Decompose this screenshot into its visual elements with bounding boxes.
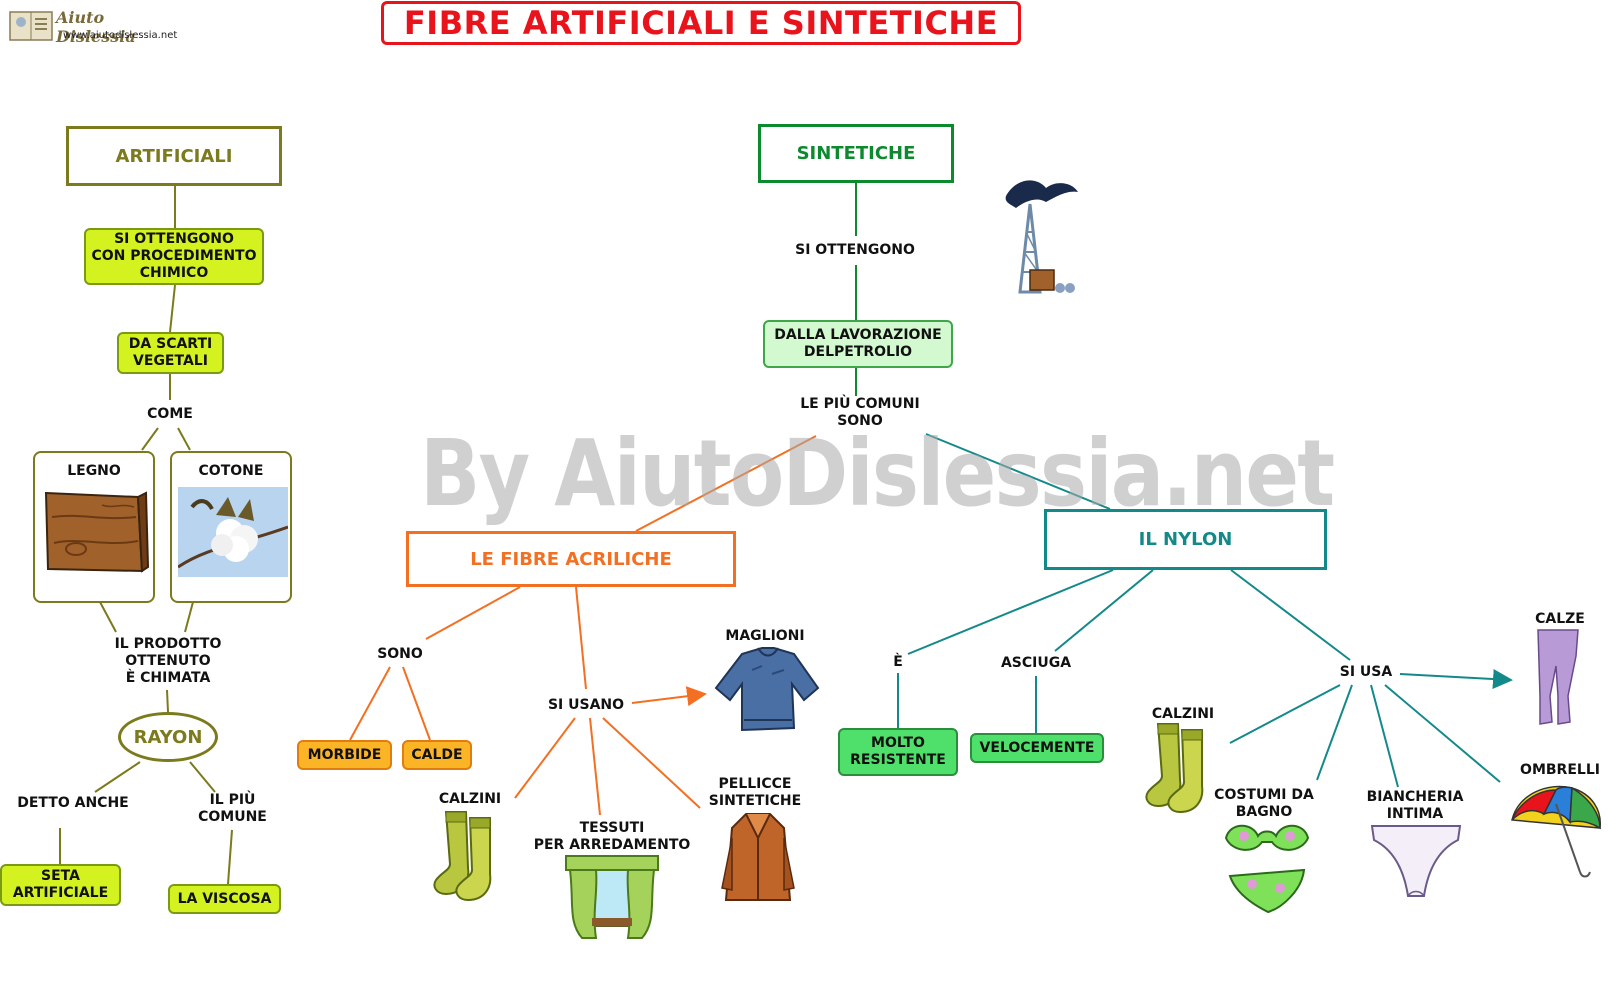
- umbrellas-label: OMBRELLI: [1520, 762, 1600, 778]
- stockings-icon: [1537, 629, 1579, 725]
- fur-coat-icon: [721, 813, 795, 901]
- furnishing-fabrics-label: TESSUTI PER ARREDAMENTO: [533, 820, 691, 853]
- soft-node: MORBIDE: [297, 740, 392, 770]
- artificial-silk-node: SETA ARTIFICIALE: [0, 864, 121, 906]
- quickly-node: VELOCEMENTE: [970, 733, 1104, 763]
- rayon-node: RAYON: [118, 712, 218, 762]
- socks-label-nylon: CALZINI: [1151, 706, 1215, 722]
- artificiali-header: ARTIFICIALI: [66, 126, 282, 186]
- sweaters-label: MAGLIONI: [725, 628, 805, 644]
- acriliche-connectors: [349, 435, 817, 816]
- viscose-node: LA VISCOSA: [168, 884, 281, 914]
- link-dries: ASCIUGA: [1000, 655, 1072, 671]
- link-is: È: [893, 654, 903, 670]
- cotton-plant-icon: [178, 487, 288, 577]
- warm-node: CALDE: [402, 740, 472, 770]
- link-used-for-nylon: SI USA: [1339, 664, 1393, 680]
- book-logo-icon: [9, 11, 53, 41]
- link-product-called: IL PRODOTTO OTTENUTO È CHIMATA: [114, 636, 222, 686]
- underwear-label: BIANCHERIA INTIMA: [1366, 789, 1464, 822]
- link-obtained: SI OTTENGONO: [795, 242, 915, 258]
- link-are: SONO: [377, 646, 423, 662]
- vegetable-waste-node: DA SCARTI VEGETALI: [117, 332, 224, 374]
- sintetiche-header: SINTETICHE: [758, 124, 954, 183]
- acriliche-header: LE FIBRE ACRILICHE: [406, 531, 736, 587]
- wood-label: LEGNO: [67, 463, 121, 479]
- obtained-chemical-node: SI OTTENGONO CON PROCEDIMENTO CHIMICO: [84, 228, 264, 285]
- link-most-common-are: LE PIÙ COMUNI SONO: [800, 396, 920, 429]
- watermark: By AiutoDislessia.net: [420, 420, 1335, 527]
- oil-derrick-icon: [1005, 180, 1078, 294]
- synthetic-furs-label: PELLICCE SINTETICHE: [708, 776, 802, 809]
- logo-url: www.aiutodislessia.net: [63, 30, 178, 41]
- page-title: FIBRE ARTIFICIALI E SINTETICHE: [381, 1, 1021, 45]
- bikini-icon: [1224, 824, 1310, 914]
- sweater-icon: [714, 647, 820, 732]
- socks-icon-nylon: [1145, 723, 1204, 814]
- link-most-common: IL PIÙ COMUNE: [198, 792, 267, 825]
- socks-icon: [433, 811, 492, 902]
- stockings-label: CALZE: [1535, 611, 1585, 627]
- link-come: COME: [147, 406, 193, 422]
- logo-brand: Aiuto Dislessia: [56, 8, 136, 46]
- cotton-card: COTONE: [170, 451, 292, 603]
- umbrella-icon: [1511, 785, 1601, 878]
- swimwear-label: COSTUMI DA BAGNO: [1214, 787, 1314, 820]
- curtains-icon: [565, 855, 659, 939]
- site-logo[interactable]: Aiuto Dislessia www.aiutodislessia.net: [8, 6, 177, 46]
- cotton-label: COTONE: [198, 463, 264, 479]
- link-also-called: DETTO ANCHE: [17, 795, 129, 811]
- wood-plank-icon: [44, 491, 150, 573]
- very-strong-node: MOLTO RESISTENTE: [838, 728, 958, 776]
- wood-card: LEGNO: [33, 451, 155, 603]
- link-used-for: SI USANO: [547, 697, 625, 713]
- artificiali-connectors: [59, 186, 233, 885]
- nylon-header: IL NYLON: [1044, 509, 1327, 570]
- socks-label-acrylic: CALZINI: [438, 791, 502, 807]
- nylon-connectors: [897, 433, 1513, 788]
- petroleum-node: DALLA LAVORAZIONE DELPETROLIO: [763, 320, 953, 368]
- underwear-icon: [1370, 825, 1462, 897]
